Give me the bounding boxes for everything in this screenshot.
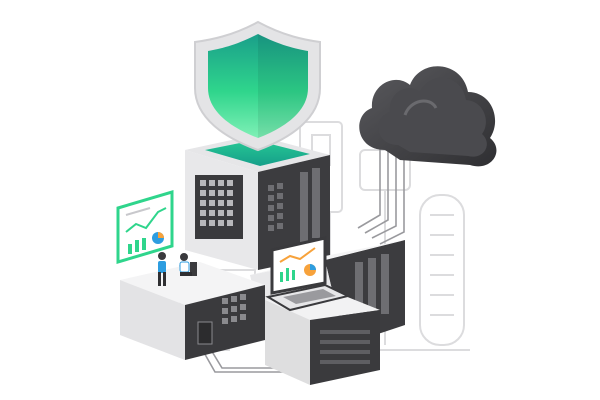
server-block-bottom: [265, 292, 380, 385]
shield-icon: [194, 20, 321, 152]
laptop-icon: [265, 236, 351, 312]
people-icon: [158, 252, 197, 286]
server-block-left: [120, 262, 265, 360]
cloud-icon: [359, 66, 497, 167]
dashboard-board-icon: [116, 189, 174, 265]
